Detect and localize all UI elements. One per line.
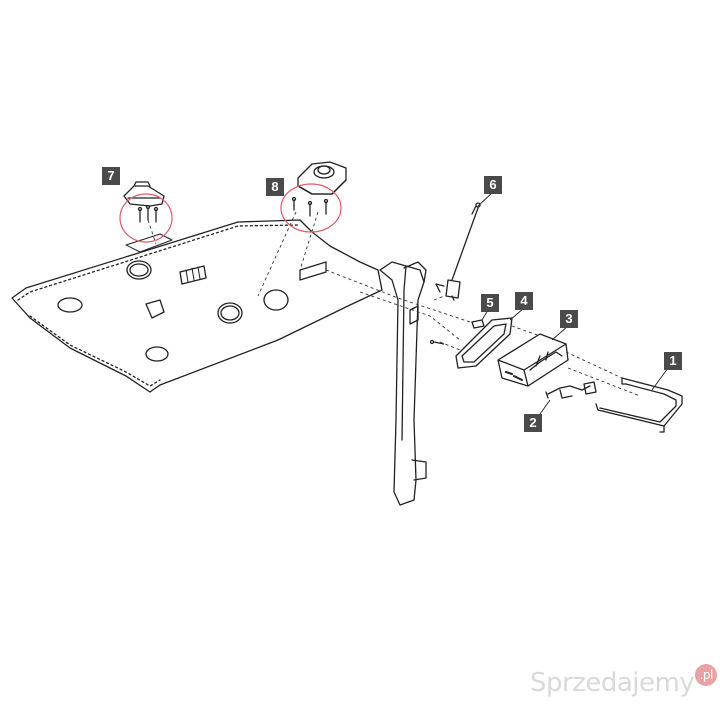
loose-screws <box>429 339 445 345</box>
headliner-cutout-1 <box>126 260 152 280</box>
highlight-circle-8 <box>280 183 342 233</box>
headliner-panel <box>11 219 383 393</box>
lamp-part-8 <box>291 161 347 217</box>
highlight-circles <box>119 183 342 243</box>
headliner-mount-recess <box>299 261 327 281</box>
headliner-cutout-2 <box>57 297 83 313</box>
bracket-part-1 <box>595 377 683 433</box>
callout-7: 7 <box>102 167 120 185</box>
callout-4: 4 <box>515 292 533 310</box>
module-part-3 <box>497 333 569 387</box>
harness-part-2 <box>545 381 597 399</box>
callout-5: 5 <box>481 294 499 312</box>
highlight-circle-7 <box>119 193 173 243</box>
watermark-logo: Sprzedajemy.pl <box>530 664 718 698</box>
assembly-guide-lines <box>147 211 641 397</box>
callout-1: 1 <box>664 352 682 370</box>
headliner-cutout-4 <box>263 289 289 311</box>
headliner-cutout-5 <box>145 346 169 362</box>
headliner-slot <box>145 299 165 319</box>
headliner-cutout-3 <box>217 302 243 324</box>
callout-2: 2 <box>524 414 542 432</box>
bracket-part-7 <box>123 181 165 223</box>
callout-8: 8 <box>266 178 284 196</box>
watermark-suffix-badge: .pl <box>695 664 718 686</box>
pillar-trim <box>379 261 427 506</box>
screw-part-5 <box>471 319 485 329</box>
watermark-text: Sprzedajemy <box>530 668 695 698</box>
antenna-part-6 <box>435 202 481 301</box>
leader-lines <box>477 191 669 415</box>
frame-part-4 <box>455 317 513 369</box>
headliner-vent <box>179 265 207 285</box>
callout-6: 6 <box>484 176 502 194</box>
callout-3: 3 <box>560 310 578 328</box>
